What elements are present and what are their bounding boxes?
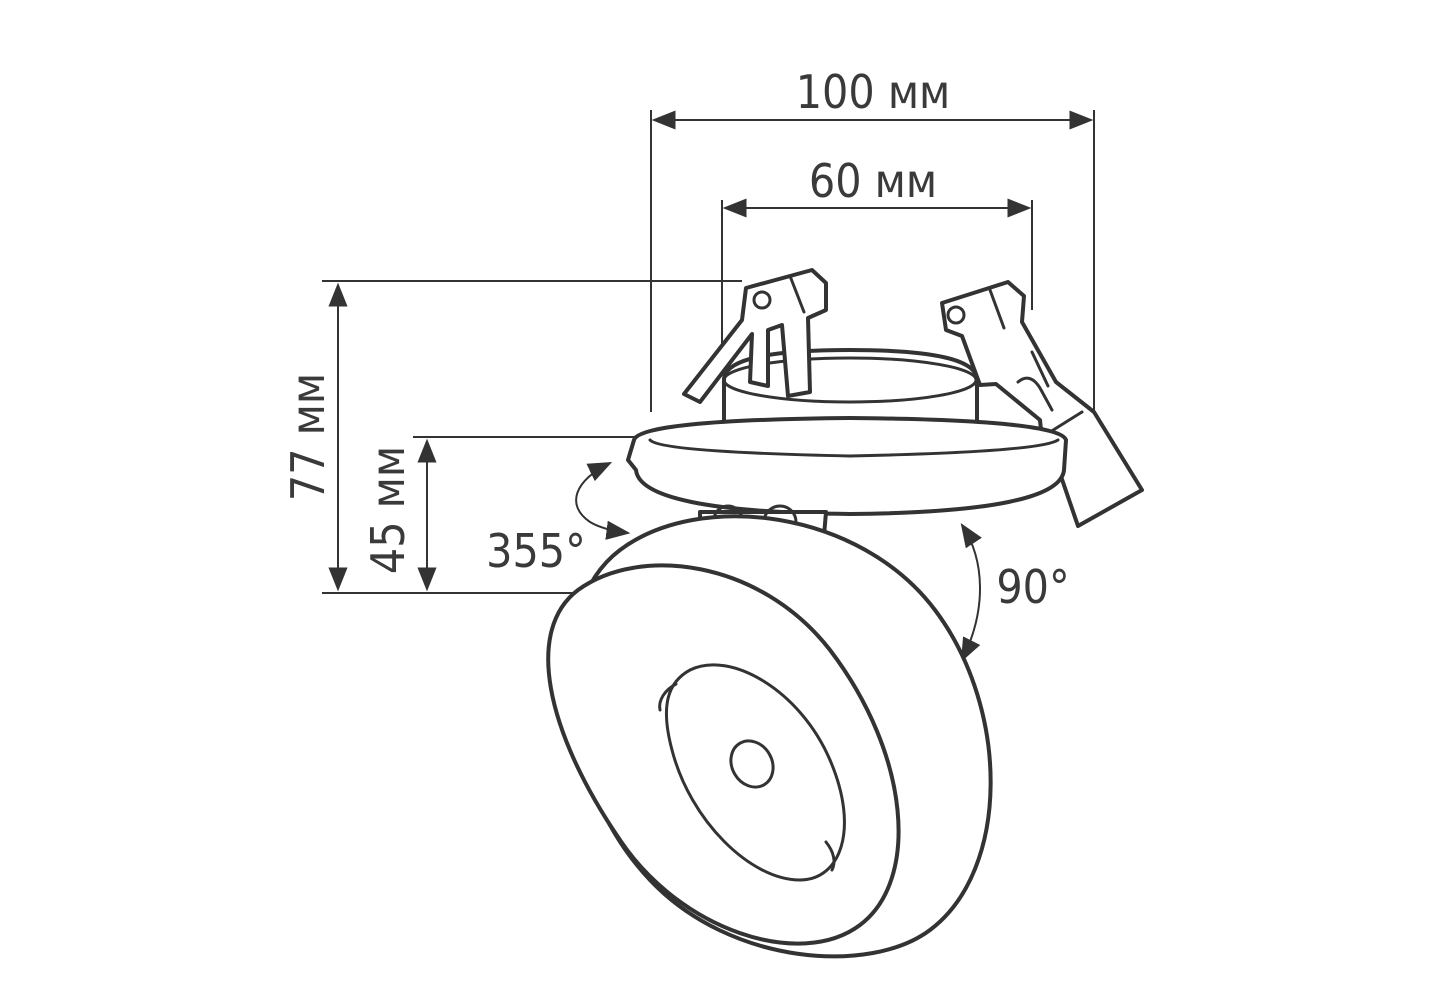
luminaire-body	[546, 268, 1144, 959]
label-100mm: 100 мм	[796, 65, 951, 119]
flange-ring	[626, 416, 1068, 516]
label-60mm: 60 мм	[809, 154, 937, 208]
dimension-lines	[328, 110, 1094, 592]
spotlight-head	[546, 514, 993, 959]
label-355deg: 355°	[486, 524, 586, 578]
spring-clip-right	[940, 280, 1144, 528]
label-77mm: 77 мм	[281, 373, 335, 501]
extension-lines	[322, 110, 1095, 594]
label-45mm: 45 мм	[361, 446, 415, 574]
spring-clip-left	[682, 268, 828, 404]
rotation-arrow-355	[575, 461, 631, 540]
label-90deg: 90°	[996, 560, 1069, 614]
tilt-arrow-90	[960, 522, 982, 663]
